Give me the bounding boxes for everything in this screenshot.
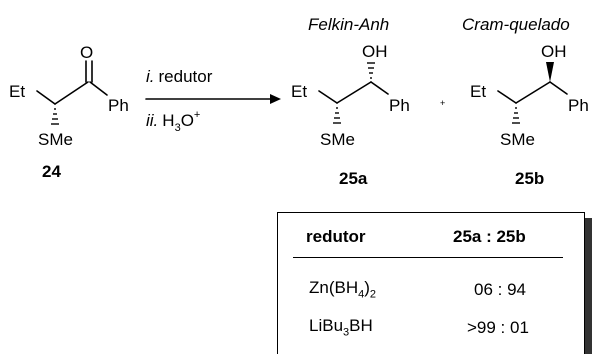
reactant-24-structure: Et O Ph SMe 24 (9, 43, 129, 181)
reactant-phenyl-label: Ph (108, 96, 129, 115)
table-row-2-ratio: >99 : 01 (467, 318, 529, 337)
reactant-number: 24 (42, 162, 61, 181)
product-25a-hydroxyl-label: OH (362, 42, 388, 61)
reagent-step-1: i.redutor (146, 67, 213, 86)
product-25b-model-label: Cram-quelado (462, 15, 570, 34)
product-25a-number: 25a (339, 169, 368, 188)
reactant-carbonyl-o-label: O (80, 43, 93, 62)
product-25a-bond-ph (370, 81, 389, 95)
product-25b-phenyl-label: Ph (568, 96, 589, 115)
product-25a-bond-c-c (336, 81, 372, 104)
product-25a-hashed-oh-bond (367, 62, 375, 79)
product-25b-bond-c-c (515, 81, 551, 104)
table-header-reductant: redutor (306, 227, 366, 246)
table-row-1-ratio: 06 : 94 (474, 280, 526, 299)
product-25b-number: 25b (515, 169, 544, 188)
table-shadow (585, 218, 592, 354)
reaction-arrow-head (270, 94, 281, 104)
reaction-arrow-group: i.redutor ii.H3O+ (145, 67, 281, 134)
reactant-bond-c-co (54, 81, 89, 105)
product-25a-phenyl-label: Ph (389, 96, 410, 115)
product-25b-hashed-sme-bond (512, 107, 520, 124)
table-header-divider (293, 257, 563, 258)
product-25a-hashed-sme-bond (333, 107, 341, 124)
table-row-2-reductant: LiBu3BH (309, 316, 373, 339)
reactant-ethyl-label: Et (9, 82, 25, 101)
product-25b-hydroxyl-label: OH (541, 42, 567, 61)
product-25b-bond-et (497, 90, 517, 104)
product-25a-structure: Felkin-Anh Et Ph OH SMe 25a (291, 15, 410, 188)
product-25b-structure: Cram-quelado Et Ph OH SMe 25b (462, 15, 589, 188)
table-header-ratio: 25a : 25b (453, 227, 526, 246)
reactant-bond-ph (89, 81, 108, 96)
selectivity-table: redutor 25a : 25b Zn(BH4)2 06 : 94 LiBu3… (277, 212, 585, 354)
product-25b-ethyl-label: Et (470, 82, 486, 101)
plus-sign: + (440, 98, 445, 108)
product-25b-thioether-label: SMe (500, 130, 535, 149)
reactant-thioether-label: SMe (38, 130, 73, 149)
product-25a-thioether-label: SMe (320, 130, 355, 149)
table-row-1-reductant: Zn(BH4)2 (309, 278, 377, 301)
product-25a-bond-et (318, 90, 338, 104)
product-25b-wedge-oh-bond (546, 62, 554, 82)
reagent-step-2: ii.H3O+ (146, 109, 200, 134)
product-25a-model-label: Felkin-Anh (308, 15, 389, 34)
product-25a-ethyl-label: Et (291, 82, 307, 101)
product-25b-bond-ph (549, 81, 568, 95)
reactant-hashed-bond (51, 108, 59, 125)
reactant-bond-et (36, 90, 56, 105)
